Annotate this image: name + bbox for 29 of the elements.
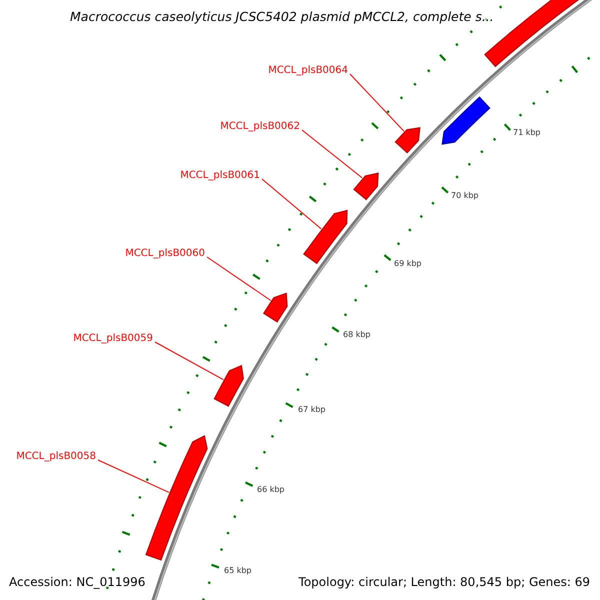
scale-label: 65 kbp: [224, 567, 252, 575]
leader-line: [98, 460, 170, 493]
gene-label: MCCL_plsB0059: [73, 334, 153, 344]
gene-feature: [303, 210, 348, 264]
gene-label: MCCL_plsB0060: [125, 249, 205, 259]
gene-feature: [394, 127, 420, 154]
title: Macrococcus caseolyticus JCSC5402 plasmid pMCCL2, complete s...: [70, 11, 494, 24]
scale-label: 68 kbp: [343, 331, 371, 339]
gene-label: MCCL_plsB0058: [16, 452, 96, 462]
gene-feature: [442, 96, 490, 145]
gene-label: MCCL_plsB0064: [268, 66, 348, 76]
gene-feature: [353, 172, 379, 200]
scale-label: 66 kbp: [257, 486, 285, 494]
gene-feature: [214, 365, 244, 407]
leader-line: [350, 74, 404, 132]
leader-line: [206, 256, 272, 301]
leader-line: [262, 178, 322, 230]
gene-label: MCCL_plsB0061: [180, 171, 260, 181]
gene-feature: [146, 435, 208, 560]
leader-line: [302, 130, 363, 178]
leader-line: [154, 342, 224, 380]
topology-text: Topology: circular; Length: 80,545 bp; Genes: 69: [298, 576, 590, 588]
scale-label: 70 kbp: [451, 192, 479, 200]
gene-label: MCCL_plsB0062: [220, 122, 300, 132]
scale-label: 69 kbp: [394, 260, 422, 268]
scale-label: 71 kbp: [513, 129, 541, 137]
accession-text: Accession: NC_011996: [9, 576, 146, 588]
scale-label: 67 kbp: [298, 406, 326, 414]
gene-feature: [263, 292, 288, 322]
